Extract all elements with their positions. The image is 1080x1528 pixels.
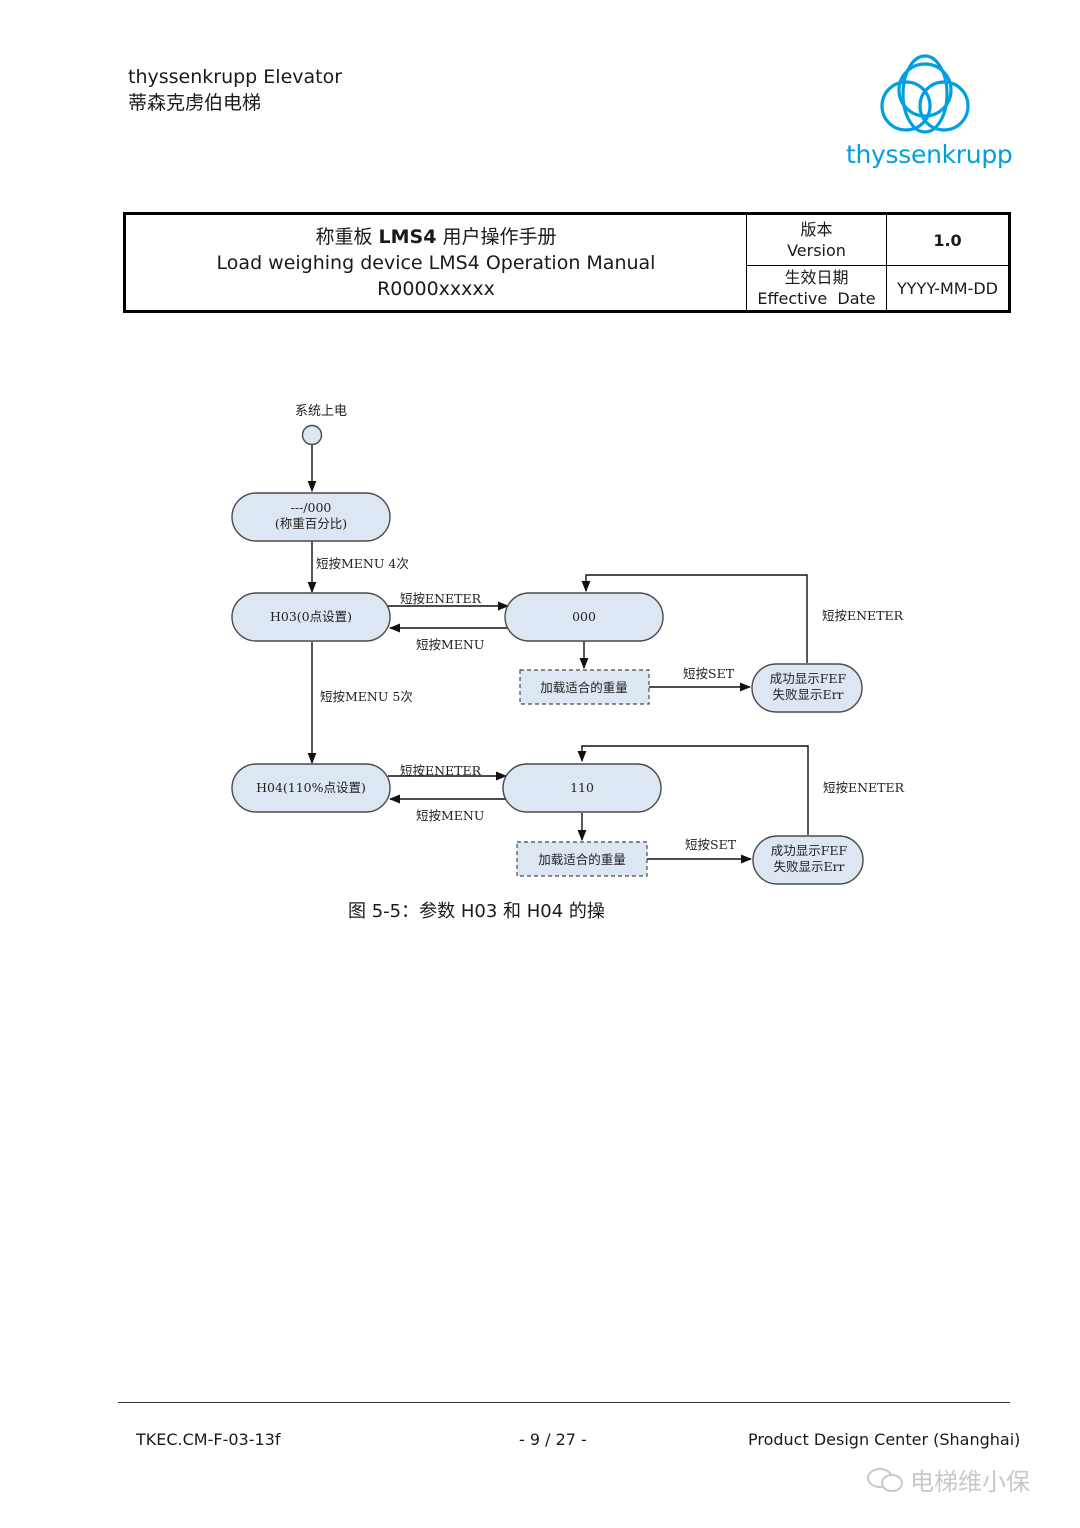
state-h04 [231,763,391,813]
table-divider [886,215,887,310]
edge-enter-2-label: 短按ENETER [400,763,482,778]
edge-enter-1-label: 短按ENETER [400,591,482,606]
effective-date-value: YYYY-MM-DD [897,278,998,298]
footer-department: Product Design Center (Shanghai) [748,1430,1021,1449]
figure-caption: 图 5-5：参数 H03 和 H04 的操 [348,901,605,922]
state-h04-label: H04(110%点设置) [256,780,366,795]
state-initial-line1: ---/000 [291,500,332,515]
state-initial [231,492,391,542]
result-2-line2: 失败显示Err [773,859,844,874]
version-label-en: Version [787,241,846,260]
watermark-text: 电梯维小保 [910,1468,1030,1496]
document-number: R0000xxxxx [377,277,495,300]
action-load-1-label: 加载适合的重量 [540,680,628,695]
edge-menu5-label: 短按MENU 5次 [320,689,413,704]
company-name: thyssenkrupp Elevator 蒂森克虏伯电梯 [128,64,342,116]
action-load-1 [519,669,650,705]
version-label-cn: 版本 [800,220,833,239]
edge-menu-2-label: 短按MENU [416,808,484,823]
table-divider [746,215,747,310]
result-2 [752,835,864,885]
thyssenkrupp-logo-icon [880,54,970,134]
edge-enter-back-2 [577,745,809,835]
edge-menu-1-label: 短按MENU [416,637,484,652]
table-divider [746,265,1008,266]
state-000 [504,592,664,642]
result-1-line1: 成功显示FEF [770,671,847,686]
version-label: 版本 Version [747,215,886,265]
effective-date-label-en: Effective Date [757,289,876,308]
wechat-icon [867,1468,903,1492]
document-title: 称重板 LMS4 用户操作手册 Load weighing device LMS… [126,215,746,310]
company-name-en: thyssenkrupp Elevator [128,66,343,88]
footer-page-number: - 9 / 27 - [519,1430,587,1449]
state-initial-line2: (称重百分比) [275,516,347,531]
title-cn-bold: LMS4 [378,225,437,248]
title-cn-suffix: 用户操作手册 [436,225,557,248]
state-h03 [231,592,391,642]
edge-set-1-label: 短按SET [683,666,735,681]
document-title-en: Load weighing device LMS4 Operation Manu… [216,251,656,274]
edge-enter-back-2-label: 短按ENETER [823,780,905,795]
action-load-2 [516,841,648,877]
action-load-2-label: 加载适合的重量 [538,852,626,867]
edge-enter-back-1 [581,574,808,663]
company-name-cn: 蒂森克虏伯电梯 [128,92,262,114]
title-cn-prefix: 称重板 [315,225,379,248]
result-1-line2: 失败显示Err [772,687,843,702]
edge-enter-back-1-label: 短按ENETER [822,608,904,623]
result-2-line1: 成功显示FEF [771,843,848,858]
document-title-cn: 称重板 LMS4 用户操作手册 [315,224,556,250]
state-000-label: 000 [572,609,596,624]
footer-form-code: TKEC.CM-F-03-13f [136,1430,281,1449]
state-110-label: 110 [570,780,594,795]
start-label: 系统上电 [295,404,347,419]
state-h03-label: H03(0点设置) [270,609,352,624]
result-1 [751,663,863,713]
state-110 [502,763,662,813]
version-value: 1.0 [933,230,962,250]
footer-divider [118,1402,1010,1403]
edge-menu4-label: 短按MENU 4次 [316,556,409,571]
edge-set-2-label: 短按SET [685,837,737,852]
state-diagram: 系统上电 ---/000 (称重百分比) 短按MENU 4次 H03(0点设置)… [231,404,905,885]
effective-date-label-cn: 生效日期 [784,268,849,287]
start-node [301,424,323,446]
effective-date-label: 生效日期 Effective Date [747,266,886,310]
document-header-table: 称重板 LMS4 用户操作手册 Load weighing device LMS… [123,212,1011,313]
logo-wordmark: thyssenkrupp [846,140,1013,169]
